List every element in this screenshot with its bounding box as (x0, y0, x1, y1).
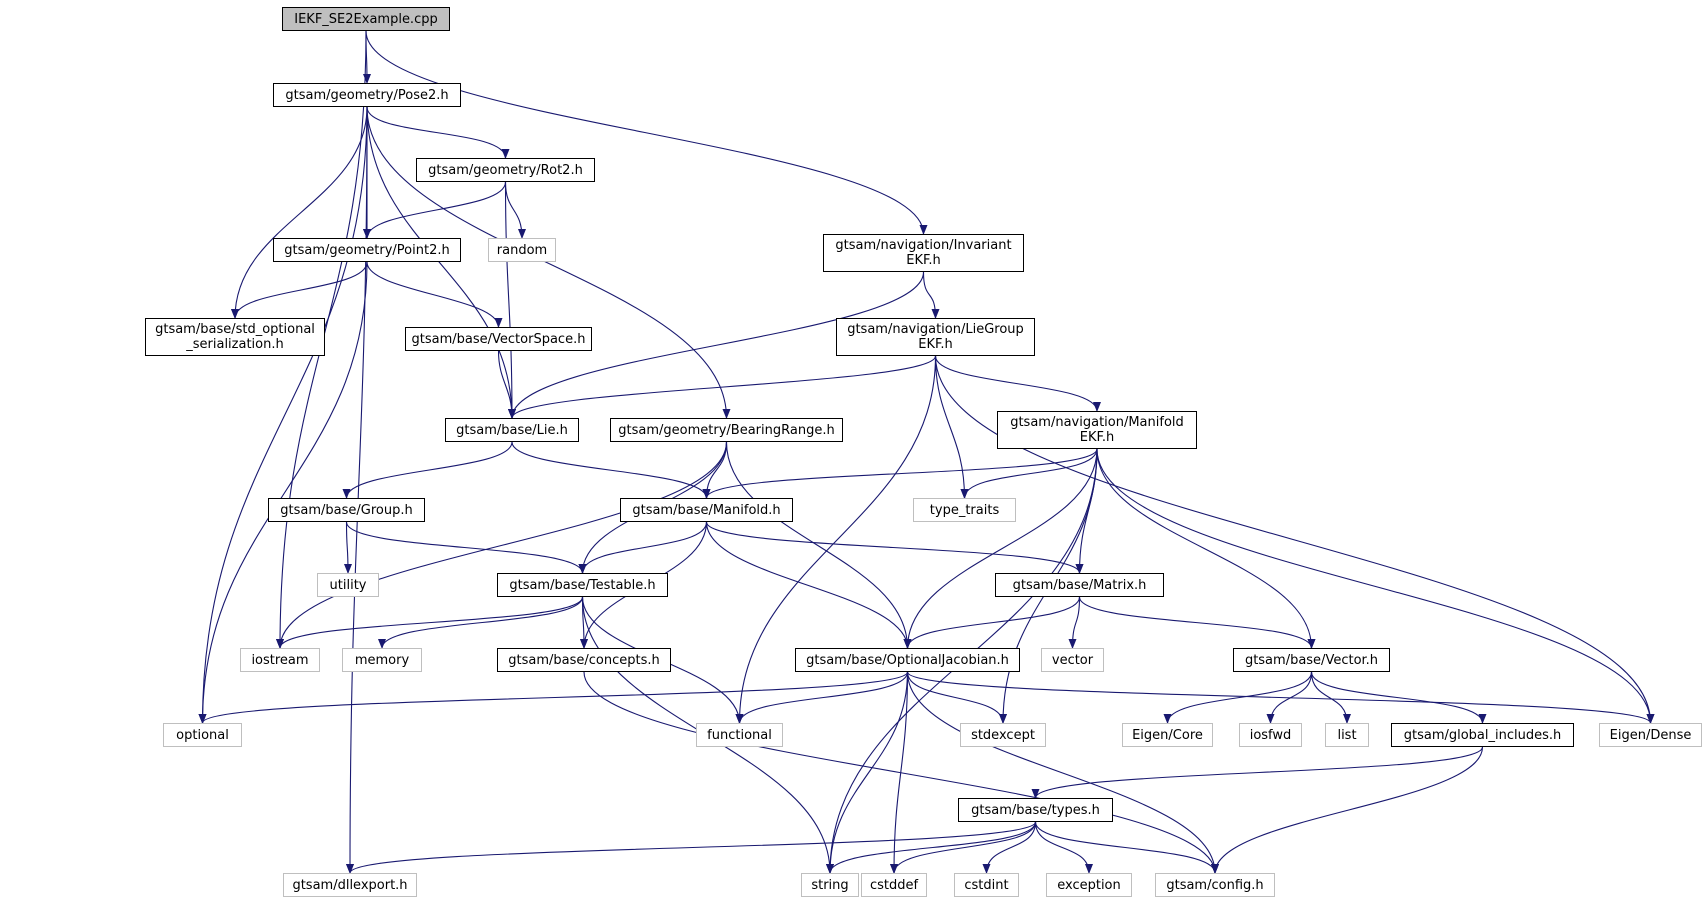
node-optional: optional (163, 723, 242, 747)
edge-manekf-to-vectorh (1096, 448, 1316, 649)
node-manekf: gtsam/navigation/Manifold EKF.h (997, 411, 1197, 449)
edge-root-to-invekf (365, 30, 928, 235)
node-types: gtsam/base/types.h (958, 798, 1113, 822)
edge-group-to-testable (345, 521, 587, 574)
edge-pose2-to-stdopt (231, 106, 368, 319)
edge-invekf-to-liegroup (922, 271, 940, 319)
edge-rot2-to-point2 (363, 181, 507, 239)
edge-layer (198, 30, 1655, 874)
edge-point2-to-vecspace (366, 261, 503, 328)
edge-optjac-to-string (826, 671, 909, 874)
edge-pose2-to-rot2 (366, 106, 510, 159)
edge-vectorh-to-eigencore (1163, 671, 1313, 724)
node-invekf: gtsam/navigation/Invariant EKF.h (823, 234, 1024, 272)
edge-optjac-to-config (906, 671, 1219, 874)
edge-globalinc-to-config (1211, 746, 1484, 874)
edge-globalinc-to-types (1031, 746, 1484, 799)
edge-pose2-to-optional (198, 106, 368, 724)
edge-optjac-to-eigendense (906, 671, 1655, 724)
node-iosfwd: iosfwd (1239, 723, 1302, 747)
node-pose2: gtsam/geometry/Pose2.h (273, 83, 461, 107)
edge-manifold-to-testable (578, 521, 708, 574)
node-cstddef: cstddef (861, 873, 927, 897)
node-manifold: gtsam/base/Manifold.h (620, 498, 793, 522)
edge-optjac-to-functional (735, 671, 909, 724)
node-vecspace: gtsam/base/VectorSpace.h (405, 327, 592, 351)
edge-pose2-to-bearing (366, 106, 731, 419)
node-point2: gtsam/geometry/Point2.h (273, 238, 461, 262)
node-memory: memory (342, 648, 422, 672)
edge-matrix-to-vector (1068, 596, 1081, 649)
node-functional: functional (696, 723, 783, 747)
edge-manifold-to-optjac (705, 521, 912, 649)
node-iostream: iostream (240, 648, 320, 672)
edge-liegroup-to-typetraits (934, 355, 969, 499)
node-exception: exception (1046, 873, 1132, 897)
node-matrix: gtsam/base/Matrix.h (995, 573, 1164, 597)
edge-vectorh-to-list (1310, 671, 1351, 724)
node-optjac: gtsam/base/OptionalJacobian.h (795, 648, 1020, 672)
edge-bearing-to-optjac (725, 441, 912, 649)
node-liegroup: gtsam/navigation/LieGroup EKF.h (836, 318, 1035, 356)
edge-types-to-cstdint (982, 821, 1037, 874)
node-root: IEKF_SE2Example.cpp (282, 7, 450, 31)
edge-testable-to-memory (378, 596, 584, 649)
edge-concepts-to-config (583, 671, 1219, 874)
edge-manifold-to-matrix (705, 521, 1084, 574)
node-string: string (801, 873, 859, 897)
node-stdexcept: stdexcept (960, 723, 1046, 747)
edge-rot2-to-lie (504, 181, 516, 419)
edge-matrix-to-optjac (903, 596, 1081, 649)
edge-invekf-to-lie (508, 271, 925, 419)
edge-manekf-to-eigendense (1096, 448, 1655, 724)
node-list: list (1325, 723, 1369, 747)
edge-types-to-string (826, 821, 1037, 874)
node-testable: gtsam/base/Testable.h (497, 573, 668, 597)
edge-lie-to-group (342, 441, 513, 499)
edge-point2-to-stdopt (231, 261, 368, 319)
node-utility: utility (317, 573, 379, 597)
node-stdopt: gtsam/base/std_optional _serialization.h (145, 318, 325, 356)
edge-matrix-to-vectorh (1078, 596, 1316, 649)
edge-group-to-utility (343, 521, 352, 574)
edge-manekf-to-manifold (702, 448, 1098, 499)
edge-liegroup-to-eigendense (934, 355, 1655, 724)
node-bearing: gtsam/geometry/BearingRange.h (610, 418, 843, 442)
edge-testable-to-iostream (276, 596, 584, 649)
edge-lie-to-manifold (511, 441, 711, 499)
node-concepts: gtsam/base/concepts.h (497, 648, 671, 672)
edge-manekf-to-typetraits (960, 448, 1098, 499)
edge-point2-to-optional (198, 261, 368, 724)
edge-vectorh-to-globalinc (1310, 671, 1487, 724)
edge-types-to-config (1034, 821, 1219, 874)
node-random: random (488, 238, 556, 262)
edge-types-to-exception (1034, 821, 1093, 874)
edge-vectorh-to-iosfwd (1266, 671, 1313, 724)
node-eigencore: Eigen/Core (1122, 723, 1213, 747)
node-typetraits: type_traits (913, 498, 1016, 522)
edge-manekf-to-optjac (903, 448, 1098, 649)
node-rot2: gtsam/geometry/Rot2.h (416, 158, 595, 182)
node-vectorh: gtsam/base/Vector.h (1233, 648, 1390, 672)
node-dllexport: gtsam/dllexport.h (283, 873, 417, 897)
node-eigendense: Eigen/Dense (1599, 723, 1702, 747)
edge-optjac-to-cstddef (890, 671, 909, 874)
node-cstdint: cstdint (954, 873, 1019, 897)
edge-types-to-dllexport (346, 821, 1037, 874)
edge-liegroup-to-manekf (934, 355, 1101, 412)
node-vector: vector (1041, 648, 1104, 672)
edge-liegroup-to-functional (735, 355, 937, 724)
edge-optjac-to-stdexcept (906, 671, 1007, 724)
node-group: gtsam/base/Group.h (268, 498, 425, 522)
edge-liegroup-to-lie (508, 355, 937, 419)
edge-bearing-to-iostream (276, 441, 728, 649)
edge-optjac-to-optional (198, 671, 909, 724)
edge-types-to-cstddef (890, 821, 1037, 874)
edge-pose2-to-lie (366, 106, 516, 419)
node-config: gtsam/config.h (1155, 873, 1275, 897)
node-globalinc: gtsam/global_includes.h (1391, 723, 1574, 747)
node-lie: gtsam/base/Lie.h (445, 418, 579, 442)
